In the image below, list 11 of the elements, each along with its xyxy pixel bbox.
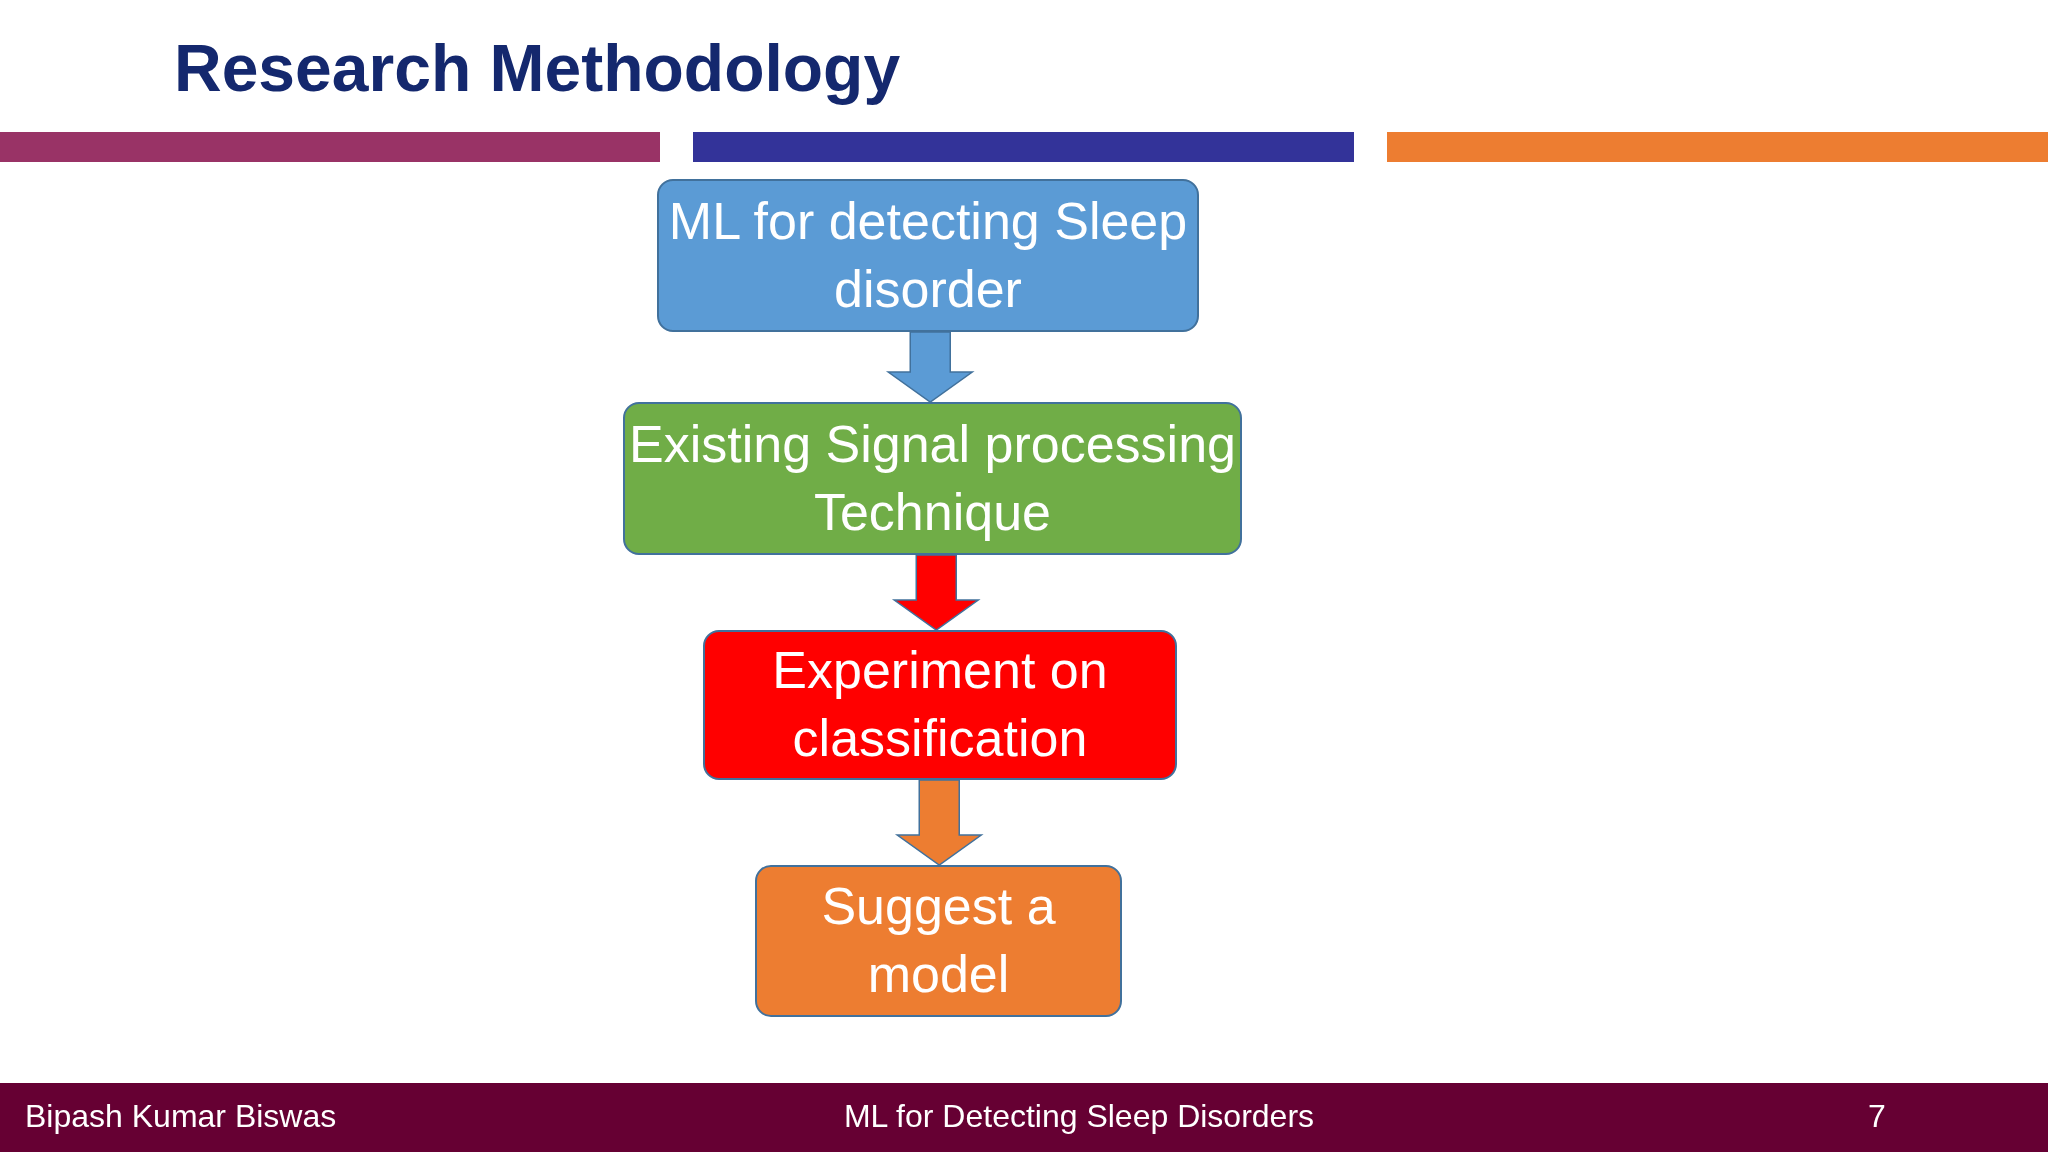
process-box: Experiment on classification: [703, 630, 1177, 780]
process-box: ML for detecting Sleep disorder: [657, 179, 1199, 332]
arrow: [885, 331, 975, 403]
footer-text: 7: [1868, 1098, 1886, 1135]
process-box: Existing Signal processing Technique: [623, 402, 1242, 555]
process-box: Suggest a model: [755, 865, 1122, 1017]
arrow: [891, 554, 981, 631]
arrow: [894, 779, 984, 866]
footer-text: ML for Detecting Sleep Disorders: [843, 1098, 1315, 1135]
slide-title: Research Methodology: [174, 30, 901, 106]
footer-text: Bipash Kumar Biswas: [25, 1098, 337, 1135]
